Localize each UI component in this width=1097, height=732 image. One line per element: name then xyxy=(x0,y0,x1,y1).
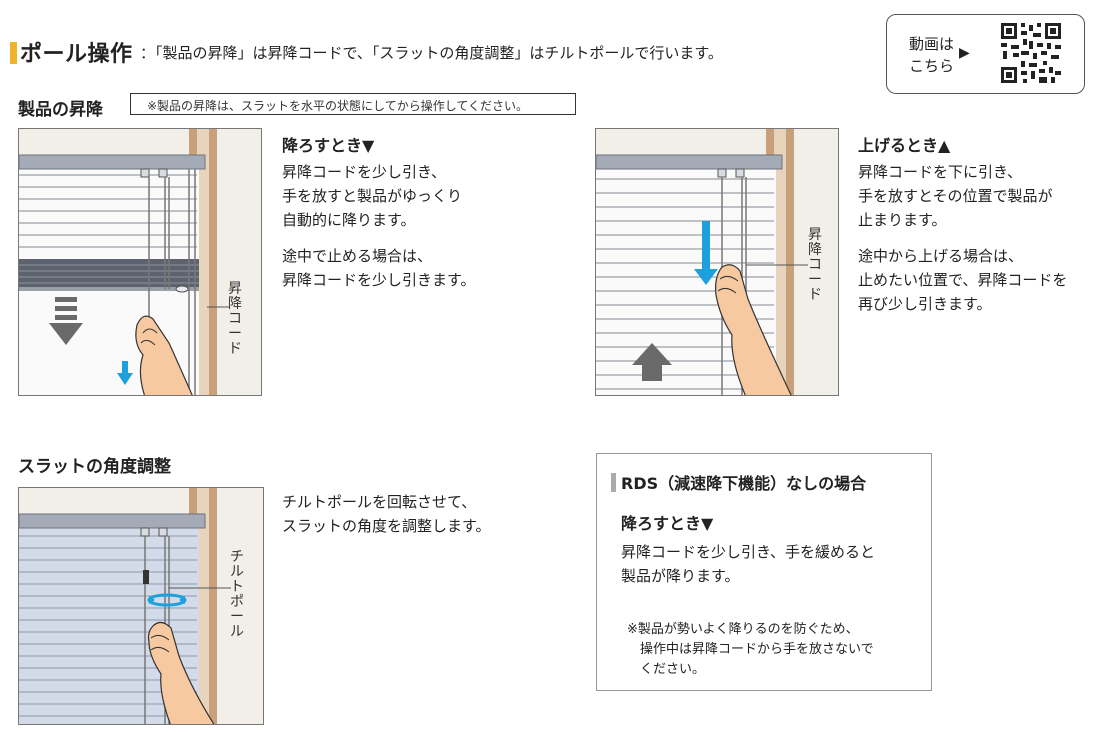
label-tilt-pole: チルトポール xyxy=(230,549,244,640)
lower-text: 昇降コードを少し引き、手を放すと製品がゆっくり自動的に降ります。 xyxy=(282,163,463,229)
rds-step-title: 降ろすとき▼ xyxy=(621,514,714,533)
illustration-lowering xyxy=(18,128,262,396)
section-title-lift: 製品の昇降 xyxy=(18,100,103,120)
lift-note: ※製品の昇降は、スラットを水平の状態にしてから操作してください。 xyxy=(130,93,576,115)
rds-title: RDS（減速降下機能）なしの場合 xyxy=(621,474,867,493)
page-title: ポール操作 xyxy=(20,42,133,67)
tilt-text: チルトポールを回転させて、スラットの角度を調整します。 xyxy=(282,493,491,535)
raise-title: 上げるとき▲ xyxy=(858,136,951,155)
video-label-line1: 動画は xyxy=(909,35,955,53)
lower-text-2: 途中で止める場合は、昇降コードを少し引きます。 xyxy=(282,247,476,289)
rds-accent-bar xyxy=(611,473,616,492)
qr-code-icon[interactable] xyxy=(999,21,1063,85)
play-arrow-icon: ▶ xyxy=(959,45,970,61)
title-accent-bar xyxy=(10,42,17,64)
illustration-tilt xyxy=(18,487,264,725)
lower-title: 降ろすとき▼ xyxy=(282,136,375,155)
video-label-line2: こちら xyxy=(909,57,955,75)
illustration-raising xyxy=(595,128,839,396)
video-link-box[interactable]: 動画は こちら ▶ xyxy=(886,14,1085,94)
page-description: ：「製品の昇降」は昇降コードで、「スラットの角度調整」はチルトポールで行います。 xyxy=(140,44,723,62)
rds-info-box: RDS（減速降下機能）なしの場合 降ろすとき▼ 昇降コードを少し引き、手を緩める… xyxy=(596,453,932,691)
label-lift-cord-2: 昇降コード xyxy=(808,227,822,303)
rds-text: 昇降コードを少し引き、手を緩めると製品が降ります。 xyxy=(621,543,875,585)
section-title-tilt: スラットの角度調整 xyxy=(18,457,171,477)
raise-text-2: 途中から上げる場合は、止めたい位置で、昇降コードを再び少し引きます。 xyxy=(858,247,1068,313)
label-lift-cord-1: 昇降コード xyxy=(228,281,242,357)
raise-text: 昇降コードを下に引き、手を放すとその位置で製品が止まります。 xyxy=(858,163,1053,229)
video-label: 動画は こちら xyxy=(909,33,969,77)
rds-note: ※製品が勢いよく降りるのを防ぐため、 操作中は昇降コードから手を放さないで くだ… xyxy=(627,622,874,677)
